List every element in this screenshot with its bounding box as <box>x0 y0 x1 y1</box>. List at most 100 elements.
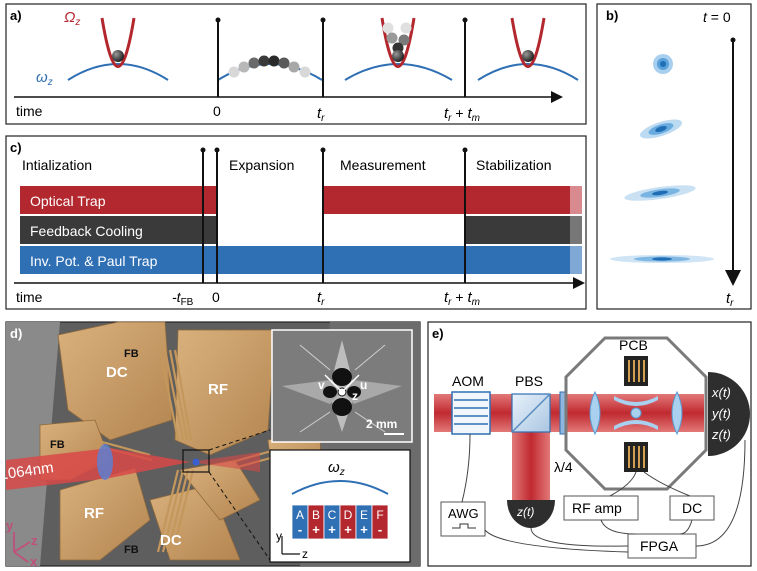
phase-initialization: Intialization <box>22 157 92 173</box>
panel-b: b) t = 0 tr <box>596 3 752 310</box>
scale-bar-label: 2 mm <box>366 417 397 431</box>
fb-electrode-wires-bottom <box>156 469 195 553</box>
inverted-potential-curve-4 <box>477 63 579 81</box>
feedback-cooling-label: Feedback Cooling <box>30 223 143 239</box>
electrode-f <box>371 504 389 540</box>
feedback-cooling-bar-2 <box>466 216 580 244</box>
dc-electrode-top <box>57 321 173 441</box>
rf-electrode-top <box>174 329 276 456</box>
particle-ghost <box>258 55 270 67</box>
inset-v-label: v <box>318 378 325 392</box>
xyz-detector <box>708 372 750 456</box>
inset-z-label: z <box>352 389 358 403</box>
tick-label-trtm-a: tr + tm <box>444 105 480 124</box>
pbs-label: PBS <box>515 373 543 389</box>
xt-label: x(t) <box>711 385 731 400</box>
axes-3d: y z x <box>6 518 38 569</box>
omega-z-small-label: ωz <box>36 69 53 88</box>
awg-box <box>440 501 486 537</box>
panel-c: c) Intialization Expansion Measurement S… <box>5 135 587 310</box>
trapped-particle <box>192 458 200 466</box>
aom-device <box>451 391 491 435</box>
axis-3d-y: y <box>6 518 14 533</box>
omega-z-big-label: Ωz <box>64 9 80 28</box>
inverted-potential-curve-3 <box>344 63 453 81</box>
panel-d-label: d) <box>10 326 22 341</box>
dc-label-top: DC <box>106 364 128 381</box>
awg-label: AWG <box>448 506 479 521</box>
axis-3d-z: z <box>31 533 38 548</box>
panel-a-label: a) <box>10 8 22 23</box>
tr-label-b: tr <box>726 290 734 309</box>
electrode-array: A-B+C+D+E+F- <box>291 504 389 540</box>
rf-label-top: RF <box>208 381 228 398</box>
inset-axis-y: y <box>276 529 282 543</box>
optical-potential-curve-1 <box>100 17 136 68</box>
yt-label: y(t) <box>711 406 731 421</box>
particle-ghost <box>278 57 290 69</box>
dc-label-bottom: DC <box>160 532 182 549</box>
sem-inset: v u z 2 mm <box>271 329 413 443</box>
fb-label-top: FB <box>124 348 139 360</box>
zoom-box <box>182 449 210 473</box>
particle-ghost <box>382 22 394 34</box>
panel-c-label: c) <box>10 140 22 155</box>
electrode-label-d: D <box>344 508 353 522</box>
electrode-label-c: C <box>328 508 337 522</box>
fb-label-left: FB <box>50 439 65 451</box>
axis-3d-x: x <box>30 554 38 569</box>
wiring <box>461 433 746 553</box>
inverted-potential-curve-1 <box>67 63 169 81</box>
particle-3 <box>392 50 404 62</box>
time-label-c: time <box>16 289 43 305</box>
optical-potential-curve-4 <box>510 17 546 68</box>
rf-label-bottom: RF <box>84 505 104 522</box>
z-detector-label: z(t) <box>516 505 534 519</box>
fpga-label: FPGA <box>640 538 679 554</box>
electrode-sign-c: + <box>328 522 336 537</box>
electrode-sign-b: + <box>312 522 320 537</box>
tick-label-tr-a: tr <box>317 105 325 124</box>
electrode-label-e: E <box>360 508 368 522</box>
vertical-laser-beam <box>512 432 550 500</box>
awg-waveform-icon <box>452 523 476 529</box>
fb-label-bottom: FB <box>124 544 139 556</box>
electrode-label-b: B <box>312 508 320 522</box>
particle-ghost <box>268 55 280 67</box>
waveplate-label: λ/4 <box>554 459 573 475</box>
particle-4 <box>522 50 534 62</box>
omega-z-inset-label: ωz <box>328 459 345 478</box>
phase-stabilization: Stabilization <box>476 157 552 173</box>
particle-ghost <box>238 61 250 73</box>
optical-trap-bar-1 <box>20 186 216 214</box>
tick-label-tfb: -tFB <box>172 289 194 308</box>
panel-b-label: b) <box>606 8 618 23</box>
panel-d: d) DC <box>0 321 421 567</box>
electrode-sign-d: + <box>344 522 352 537</box>
particle-ghost <box>228 66 240 78</box>
t0-label: t = 0 <box>703 9 731 25</box>
dc-box <box>669 495 715 521</box>
inset-axes: y z <box>276 529 308 561</box>
inset-potential-curve <box>291 480 389 495</box>
particle-ghost <box>248 57 260 69</box>
electrode-label-f: F <box>376 508 383 522</box>
particle-1 <box>112 50 124 62</box>
optical-trap-bar-2 <box>324 186 580 214</box>
optical-potential-curve-3 <box>380 17 416 68</box>
wavepacket-2 <box>639 119 683 139</box>
panel-a: a) Ωz ωz <box>5 3 587 125</box>
pcb-label: PCB <box>619 337 648 353</box>
panel-e: e) AOM PBS λ/4 PCB <box>427 321 752 567</box>
time-label-a: time <box>16 103 43 119</box>
panel-e-label: e) <box>432 326 444 341</box>
particle-ghost <box>386 32 398 44</box>
electrode-sign-a: - <box>298 522 302 537</box>
inset-axis-z: z <box>302 547 308 561</box>
wavepacket-3 <box>624 185 696 201</box>
focusing-lens <box>97 444 113 480</box>
trapped-particle-e <box>630 407 642 419</box>
lens-left <box>589 390 601 436</box>
inset-u-label: u <box>360 378 367 392</box>
